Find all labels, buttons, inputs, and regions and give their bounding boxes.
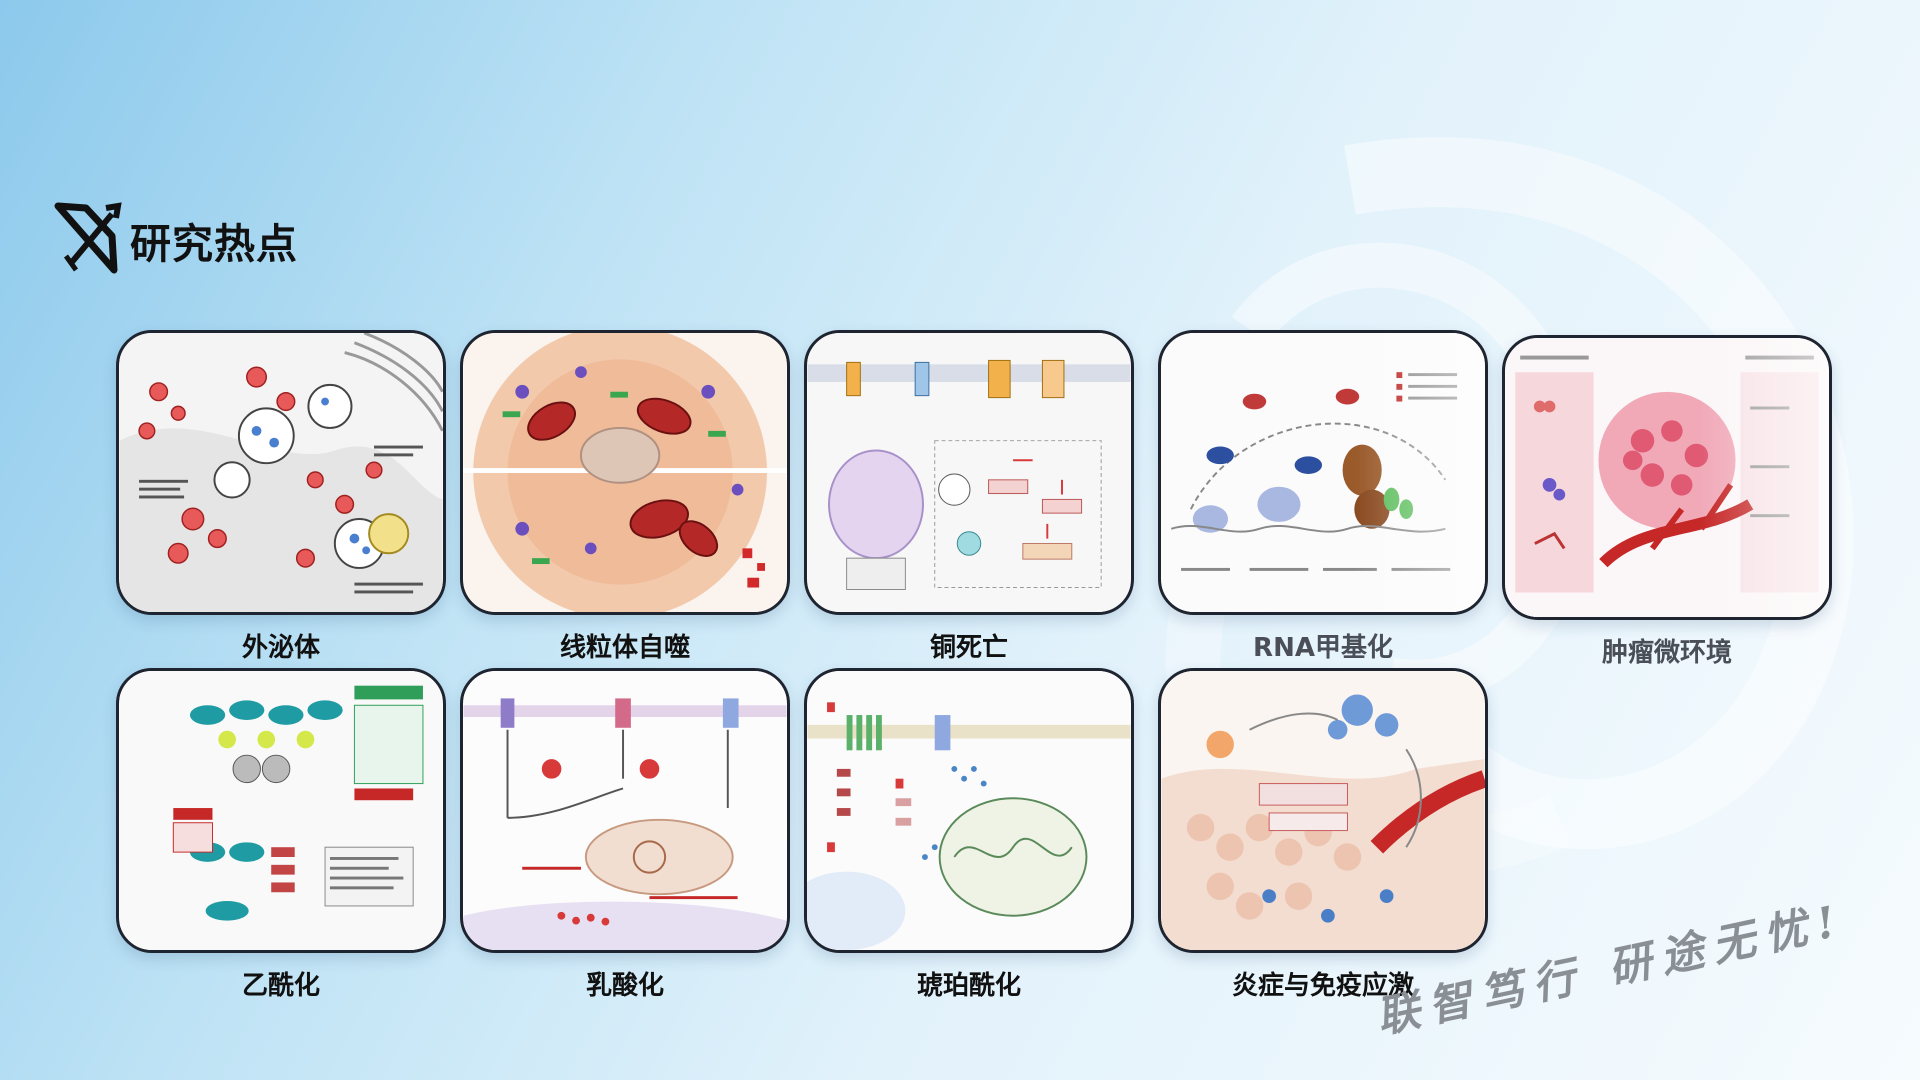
mitophagy-figure	[463, 333, 787, 612]
topic-card-acetylation[interactable]: 乙酰化	[116, 668, 446, 1002]
page-title: 研究热点	[130, 220, 298, 268]
exosome-figure	[119, 333, 443, 612]
inflammation-immunity-figure	[1161, 671, 1485, 950]
card-label: RNA甲基化	[1253, 633, 1393, 663]
card-fade	[1355, 333, 1485, 612]
card-label: 琥珀酰化	[916, 971, 1021, 1001]
topic-card-mitophagy[interactable]: 线粒体自噬	[460, 330, 790, 664]
card-label: 肿瘤微环境	[1601, 638, 1732, 668]
card-label: 乙酰化	[241, 971, 320, 1001]
acetylation-figure	[119, 671, 443, 950]
topic-card-lactylation[interactable]: 乳酸化	[460, 668, 790, 1002]
lactylation-figure	[463, 671, 787, 950]
card-label: 外泌体	[241, 633, 320, 663]
succinylation-figure	[807, 671, 1131, 950]
card-label: 线粒体自噬	[559, 633, 690, 663]
topic-card-cuproptosis[interactable]: 铜死亡	[804, 330, 1134, 664]
topic-card-inflammation-immunity[interactable]: 炎症与免疫应激	[1158, 668, 1488, 1002]
topic-card-rna-methylation[interactable]: RNA甲基化	[1158, 330, 1488, 664]
card-label: 乳酸化	[585, 971, 664, 1001]
bow-arrow-icon	[54, 202, 122, 274]
card-label: 炎症与免疫应激	[1231, 971, 1414, 1001]
cuproptosis-figure	[807, 333, 1131, 612]
card-label: 铜死亡	[929, 633, 1008, 663]
card-fade	[1699, 338, 1829, 617]
header: 研究热点	[52, 200, 298, 280]
topic-card-succinylation[interactable]: 琥珀酰化	[804, 668, 1134, 1002]
topic-card-exosome[interactable]: 外泌体	[116, 330, 446, 664]
topic-card-tumor-microenvironment[interactable]: 肿瘤微环境	[1502, 335, 1832, 669]
